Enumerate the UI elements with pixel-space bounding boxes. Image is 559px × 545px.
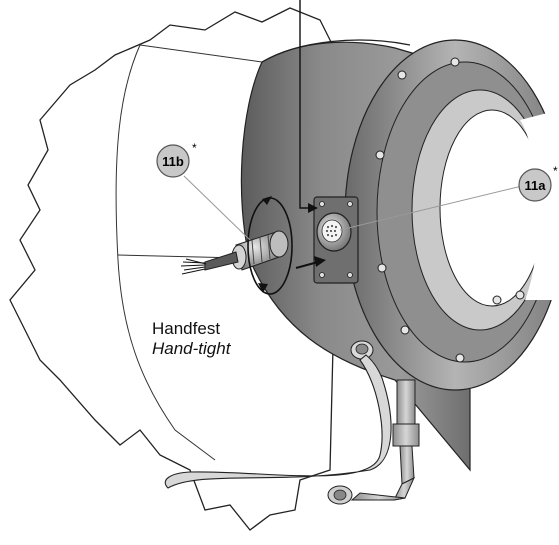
hand-tight-label: Hand-tight — [152, 339, 232, 358]
callout-11b-label: 11b — [162, 154, 184, 169]
bolt — [450, 57, 460, 67]
hose-assembly — [327, 379, 420, 505]
callout-11b-circle — [156, 144, 190, 178]
callout-11a-label: 11a — [525, 178, 547, 193]
callout-11b: 11b * — [156, 141, 197, 178]
housing-edge-top — [139, 44, 263, 63]
bottom-fitting — [350, 340, 374, 360]
bolt — [515, 290, 525, 300]
callout-11a-circle — [518, 168, 552, 202]
callout-11a: 11a * — [518, 164, 558, 202]
callout-11b-star: * — [192, 141, 197, 155]
rotation-arrow-top — [262, 196, 272, 205]
socket-pins — [325, 224, 338, 238]
bolt — [375, 150, 385, 160]
bolt — [400, 325, 410, 335]
bolt — [377, 263, 387, 273]
front-bore — [439, 109, 545, 307]
plate-screw — [347, 272, 353, 278]
plate-screw — [319, 272, 325, 278]
bolt — [455, 353, 465, 363]
insert-arrow-line — [295, 261, 319, 269]
callout-11b-leader — [183, 175, 251, 241]
drum-top-edge — [261, 39, 411, 63]
callout-11a-leader — [339, 185, 523, 231]
rotation-arrow-bottom — [258, 283, 268, 293]
plate-screw — [319, 201, 325, 207]
cable-wires — [180, 258, 207, 275]
housing-contour — [115, 44, 216, 461]
handfest-label: Handfest — [152, 319, 220, 338]
top-leader-arrow — [308, 203, 318, 213]
bolt — [492, 295, 502, 305]
flange-bolts — [375, 57, 525, 363]
plate-screw — [347, 201, 353, 207]
cable — [204, 251, 239, 271]
callout-11a-star: * — [553, 164, 558, 178]
bore-cut — [520, 110, 559, 300]
bolt — [397, 70, 407, 80]
flat-ribbon — [164, 354, 392, 489]
insert-arrow-head — [314, 256, 326, 267]
